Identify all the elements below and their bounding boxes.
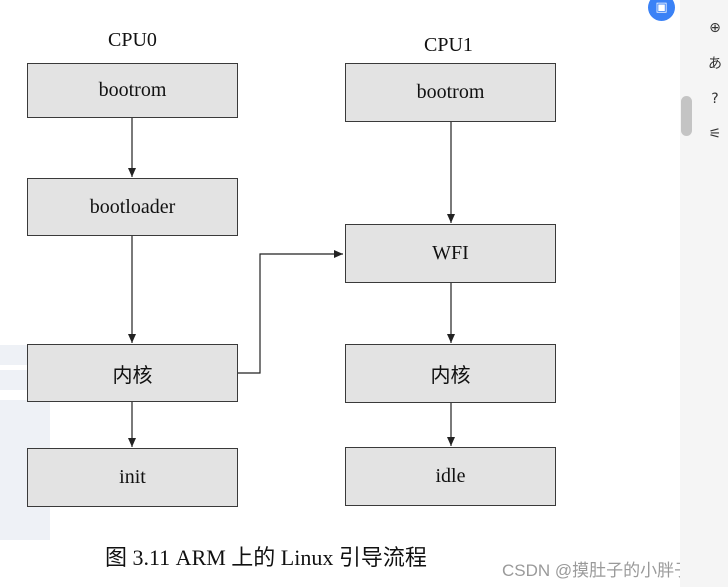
node-cpu0-kernel: 内核 [27,344,238,402]
csdn-watermark: CSDN @摸肚子的小胖子 [502,561,692,580]
floating-action-icon[interactable]: ▣ [648,0,675,21]
column-title-cpu0: CPU0 [108,29,157,51]
node-cpu1-idle: idle [345,447,556,506]
settings-sliders-icon[interactable]: ⚟ [708,126,722,142]
edge-kernel-wfi [238,250,343,374]
node-cpu1-bootrom: bootrom [345,63,556,122]
help-icon[interactable]: ? [711,91,719,107]
node-cpu0-bootrom: bootrom [27,63,238,118]
node-cpu1-kernel: 内核 [345,344,556,403]
figure-caption: 图 3.11 ARM 上的 Linux 引导流程 [105,545,427,570]
search-zoom-icon[interactable]: ⊕ [709,20,721,36]
node-cpu0-bootloader: bootloader [27,178,238,236]
node-cpu0-init: init [27,448,238,507]
translate-icon[interactable]: あ [708,56,722,72]
scrollbar-thumb[interactable] [681,96,692,136]
node-cpu1-wfi: WFI [345,224,556,283]
column-title-cpu1: CPU1 [424,34,473,56]
